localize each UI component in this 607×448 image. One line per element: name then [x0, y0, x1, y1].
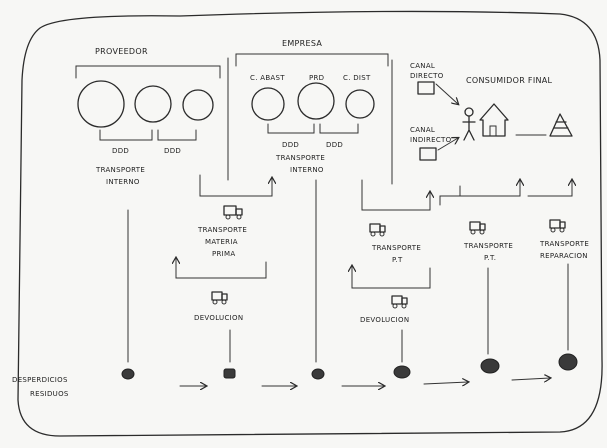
- waste-label-1: DESPERDICIOS: [12, 376, 68, 384]
- warehouse-box-icon: [420, 148, 436, 160]
- waste-blob-1: [122, 369, 134, 379]
- canal-indirecto-label-2: INDIRECTO: [410, 136, 452, 144]
- supplier-circle-3: [183, 90, 213, 120]
- devolucion-loop-1: [176, 258, 266, 278]
- canal-indirecto-label-1: CANAL: [410, 126, 435, 134]
- waste-blob-5: [481, 359, 499, 373]
- company-transport-label-2: INTERNO: [290, 166, 324, 174]
- empresa-bracket: [236, 54, 388, 66]
- supplier-transport-bracket-2: [158, 130, 196, 140]
- house-icon: [480, 104, 508, 136]
- supplier-transport-bracket-1: [100, 130, 152, 140]
- waste-arrow-4: [424, 382, 468, 384]
- supplier-circle-1: [78, 81, 124, 127]
- supplier-return-loop: [200, 175, 272, 196]
- devolucion-label-2: DEVOLUCION: [360, 316, 409, 324]
- truck-icon-materia-prima: [224, 206, 242, 219]
- company-consumer-return-1: [362, 180, 430, 210]
- waste-blob-4: [394, 366, 410, 378]
- transporte-mp-label-2: MATERIA: [205, 238, 238, 246]
- transporte-pt-2-label-1: TRANSPORTE: [463, 242, 513, 250]
- company-transport-bracket-2: [320, 124, 358, 133]
- consumer-person-icon: [463, 108, 475, 140]
- stage-label-c-dist: C. DIST: [343, 74, 371, 82]
- company-transport-code-2: DDD: [326, 141, 343, 149]
- stage-label-prod: PRD: [309, 74, 324, 82]
- consumidor-final-title: CONSUMIDOR FINAL: [466, 76, 553, 85]
- devolucion-label-1: DEVOLUCION: [194, 314, 243, 322]
- devolucion-loop-2: [352, 266, 430, 288]
- supplier-transport-label-1: TRANSPORTE: [95, 166, 145, 174]
- transporte-mp-label-1: TRANSPORTE: [197, 226, 247, 234]
- company-circle-prod: [298, 83, 334, 119]
- supplier-circle-2: [135, 86, 171, 122]
- company-transport-bracket-1: [268, 124, 314, 133]
- company-circle-abast: [252, 88, 284, 120]
- company-transport-label-1: TRANSPORTE: [275, 154, 325, 162]
- company-transport-code-1: DDD: [282, 141, 299, 149]
- waste-label-2: RESIDUOS: [30, 390, 69, 398]
- truck-icon-pt-1: [370, 224, 385, 236]
- transporte-pt-2-label-2: P.T.: [484, 254, 496, 262]
- transporte-reparacion-label-2: REPARACION: [540, 252, 588, 260]
- transporte-pt-1-label-2: P.T: [392, 256, 403, 264]
- waste-blob-6: [559, 354, 577, 370]
- waste-blob-3: [312, 369, 324, 379]
- company-circle-dist: [346, 90, 374, 118]
- transporte-mp-label-3: PRIMA: [212, 250, 235, 258]
- waste-arrow-5: [512, 378, 550, 380]
- truck-icon-devolucion-2: [392, 296, 407, 308]
- truck-icon-reparacion: [550, 220, 565, 232]
- supplier-transport-code-2: DDD: [164, 147, 181, 155]
- company-consumer-return-3: [528, 180, 572, 196]
- truck-icon-pt-2: [470, 222, 485, 234]
- canal-directo-label-1: CANAL: [410, 62, 435, 70]
- truck-icon-devolucion-1: [212, 292, 227, 304]
- company-consumer-return-2: [440, 180, 520, 205]
- empresa-title: EMPRESA: [282, 39, 322, 48]
- store-arrow: [436, 84, 458, 104]
- transporte-reparacion-label-1: TRANSPORTE: [539, 240, 589, 248]
- proveedor-title: PROVEEDOR: [95, 47, 148, 56]
- landfill-icon: [550, 114, 572, 136]
- canal-directo-label-2: DIRECTO: [410, 72, 444, 80]
- stage-label-c-abast: C. ABAST: [250, 74, 285, 82]
- waste-blob-2: [224, 369, 235, 378]
- store-box-icon: [418, 82, 434, 94]
- supplier-transport-code-1: DDD: [112, 147, 129, 155]
- transporte-pt-1-label-1: TRANSPORTE: [371, 244, 421, 252]
- proveedor-bracket: [76, 66, 220, 78]
- supplier-transport-label-2: INTERNO: [106, 178, 140, 186]
